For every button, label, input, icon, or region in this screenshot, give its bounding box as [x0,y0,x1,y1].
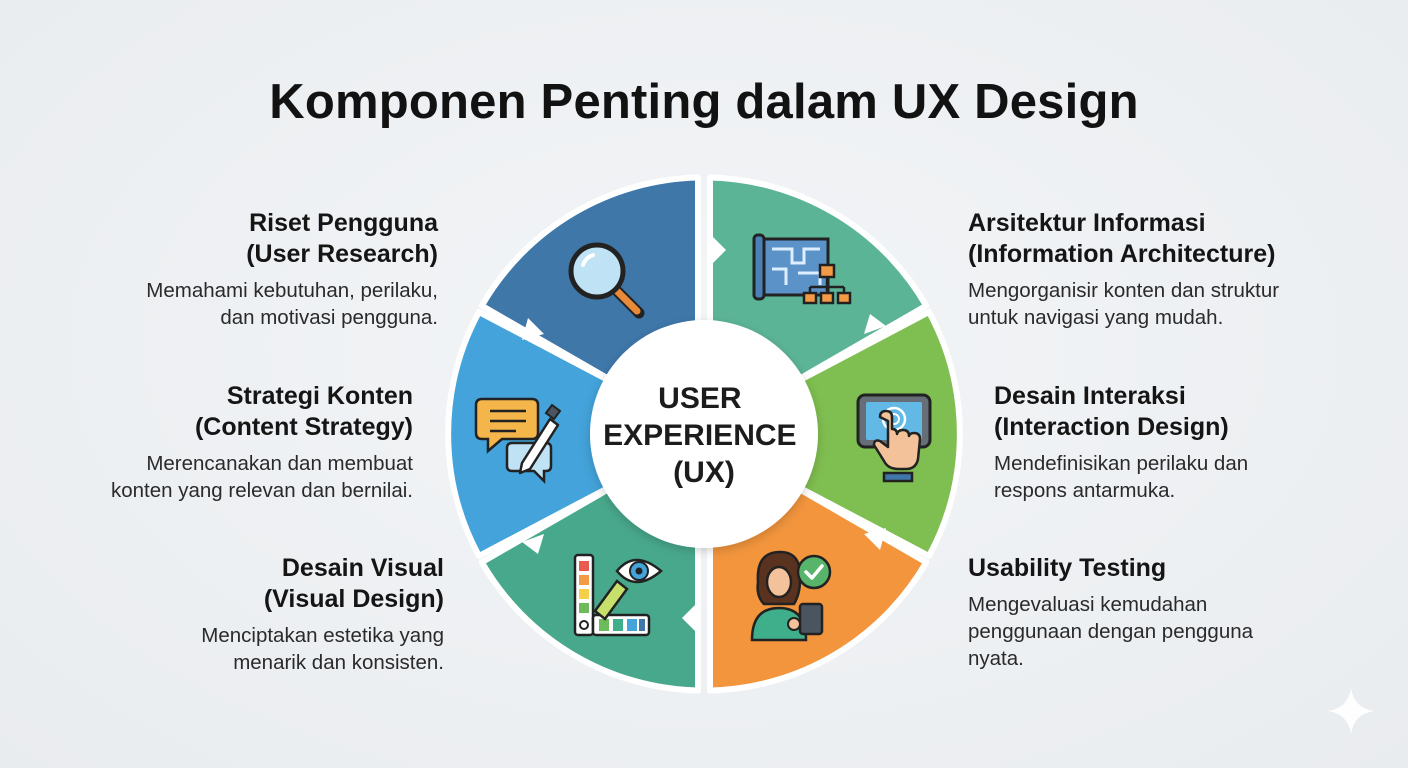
usability-testing-text-block: Usability Testing Mengevaluasi kemudahan… [968,553,1368,672]
content-strategy-description: Merencanakan dan membuat konten yang rel… [110,452,413,502]
user-with-tablet-check-icon [750,550,832,642]
center-circle [590,320,818,548]
interaction-design-text-block: Desain Interaksi (Interaction Design) Me… [994,381,1374,504]
visual-design-description: Menciptakan estetika yang menarik dan ko… [201,624,444,674]
magnifying-glass-icon [568,242,645,319]
color-palette-eye-icon [573,553,663,637]
tablet-touch-icon [856,393,932,483]
information-architecture-text-block: Arsitektur Informasi (Information Archit… [968,208,1368,331]
research-description: Memahami kebutuhan, perilaku, dan motiva… [146,279,438,329]
page-title: Komponen Penting dalam UX Design [269,75,1139,129]
content-strategy-heading: Strategi Konten (Content Strategy) [194,382,413,441]
sparkle-icon [1328,688,1374,734]
information-architecture-heading: Arsitektur Informasi (Information Archit… [968,209,1276,268]
research-heading: Riset Pengguna (User Research) [246,209,438,268]
usability-testing-heading: Usability Testing [968,554,1167,582]
center-label-line1: USER [658,382,742,415]
center-label-line2: EXPERIENCE [603,419,796,452]
blueprint-sitemap-icon [752,233,852,305]
puzzle-notches [522,234,886,634]
center-label-line3: (UX) [673,456,735,489]
interaction-design-heading: Desain Interaksi (Interaction Design) [994,382,1229,441]
research-text-block: Riset Pengguna (User Research) Memahami … [60,208,438,331]
chat-pen-icon [474,397,562,485]
information-architecture-description: Mengorganisir konten dan struktur untuk … [968,279,1280,329]
center-label: USER EXPERIENCE (UX) [603,382,805,489]
usability-testing-description: Mengevaluasi kemudahan penggunaan dengan… [968,593,1254,670]
content-strategy-text-block: Strategi Konten (Content Strategy) Meren… [40,381,413,504]
visual-design-heading: Desain Visual (Visual Design) [263,554,444,613]
interaction-design-description: Mendefinisikan perilaku dan respons anta… [994,452,1249,502]
visual-design-text-block: Desain Visual (Visual Design) Menciptaka… [60,553,444,676]
ux-wheel-diagram: USER EXPERIENCE (UX) [445,174,963,694]
